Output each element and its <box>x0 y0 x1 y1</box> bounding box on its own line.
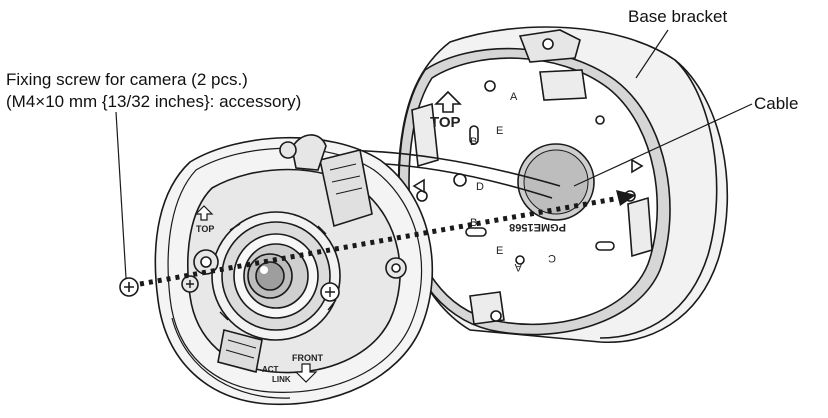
triangle-mark-icon <box>412 178 425 194</box>
camera-mark-top: TOP <box>196 224 214 234</box>
triangle-mark-icon <box>631 158 644 174</box>
insertion-dotted-line <box>139 195 621 287</box>
fixing-screw <box>119 277 139 297</box>
base-bracket-label: Base bracket <box>628 7 728 26</box>
bracket-hole <box>595 115 605 125</box>
bracket-mark-c: C <box>548 252 556 264</box>
camera-cable-tube <box>291 134 327 171</box>
camera-body <box>154 134 434 406</box>
bracket-marks: TOP A B E D B E C A PGME1568 <box>430 91 566 273</box>
bracket-mark-a-upper: A <box>510 91 518 103</box>
camera-marks: TOP FRONT ACT LINK <box>196 224 323 384</box>
leader-base-bracket <box>635 29 669 79</box>
bracket-mark-b-lower: B <box>470 217 477 229</box>
fixing-screw-label: Fixing screw for camera (2 pcs.) <box>6 70 248 89</box>
camera-mark-act: ACT <box>262 365 279 374</box>
leader-lines <box>115 29 753 279</box>
leader-screw <box>115 111 127 279</box>
insertion-arrowhead-icon <box>616 190 636 206</box>
bracket-hole <box>453 173 467 187</box>
bracket-mark-model: PGME1568 <box>509 221 566 233</box>
bracket-mark-a-lower: A <box>514 261 522 273</box>
bracket-hole <box>515 255 525 265</box>
camera-mark-front: FRONT <box>292 353 323 363</box>
bracket-mark-d: D <box>476 181 484 193</box>
camera-boss <box>279 141 297 159</box>
insertion-arrow <box>139 190 636 287</box>
camera-mark-link: LINK <box>272 375 291 384</box>
bracket-mark-b-upper: B <box>470 136 477 148</box>
camera-front-arrow-icon <box>294 363 318 383</box>
base-bracket <box>397 26 729 343</box>
fixing-screw-spec-label: (M4×10 mm {13/32 inches}: accessory) <box>6 92 302 111</box>
bracket-mark-top: TOP <box>430 114 461 131</box>
bracket-tab-top <box>539 69 587 101</box>
cable-label: Cable <box>754 94 799 113</box>
camera-top-arrow-icon <box>194 205 214 221</box>
bracket-hole <box>490 310 502 322</box>
bracket-rim-edge <box>599 59 718 339</box>
bracket-tab-right <box>627 196 653 258</box>
bracket-tab-left <box>411 102 439 168</box>
bracket-hole <box>484 80 496 92</box>
leader-cable <box>573 103 753 187</box>
bracket-mark-e-upper: E <box>496 125 503 137</box>
bracket-mark-e-lower: E <box>496 245 503 257</box>
top-arrow-icon <box>434 90 462 113</box>
bracket-hole <box>416 190 428 202</box>
